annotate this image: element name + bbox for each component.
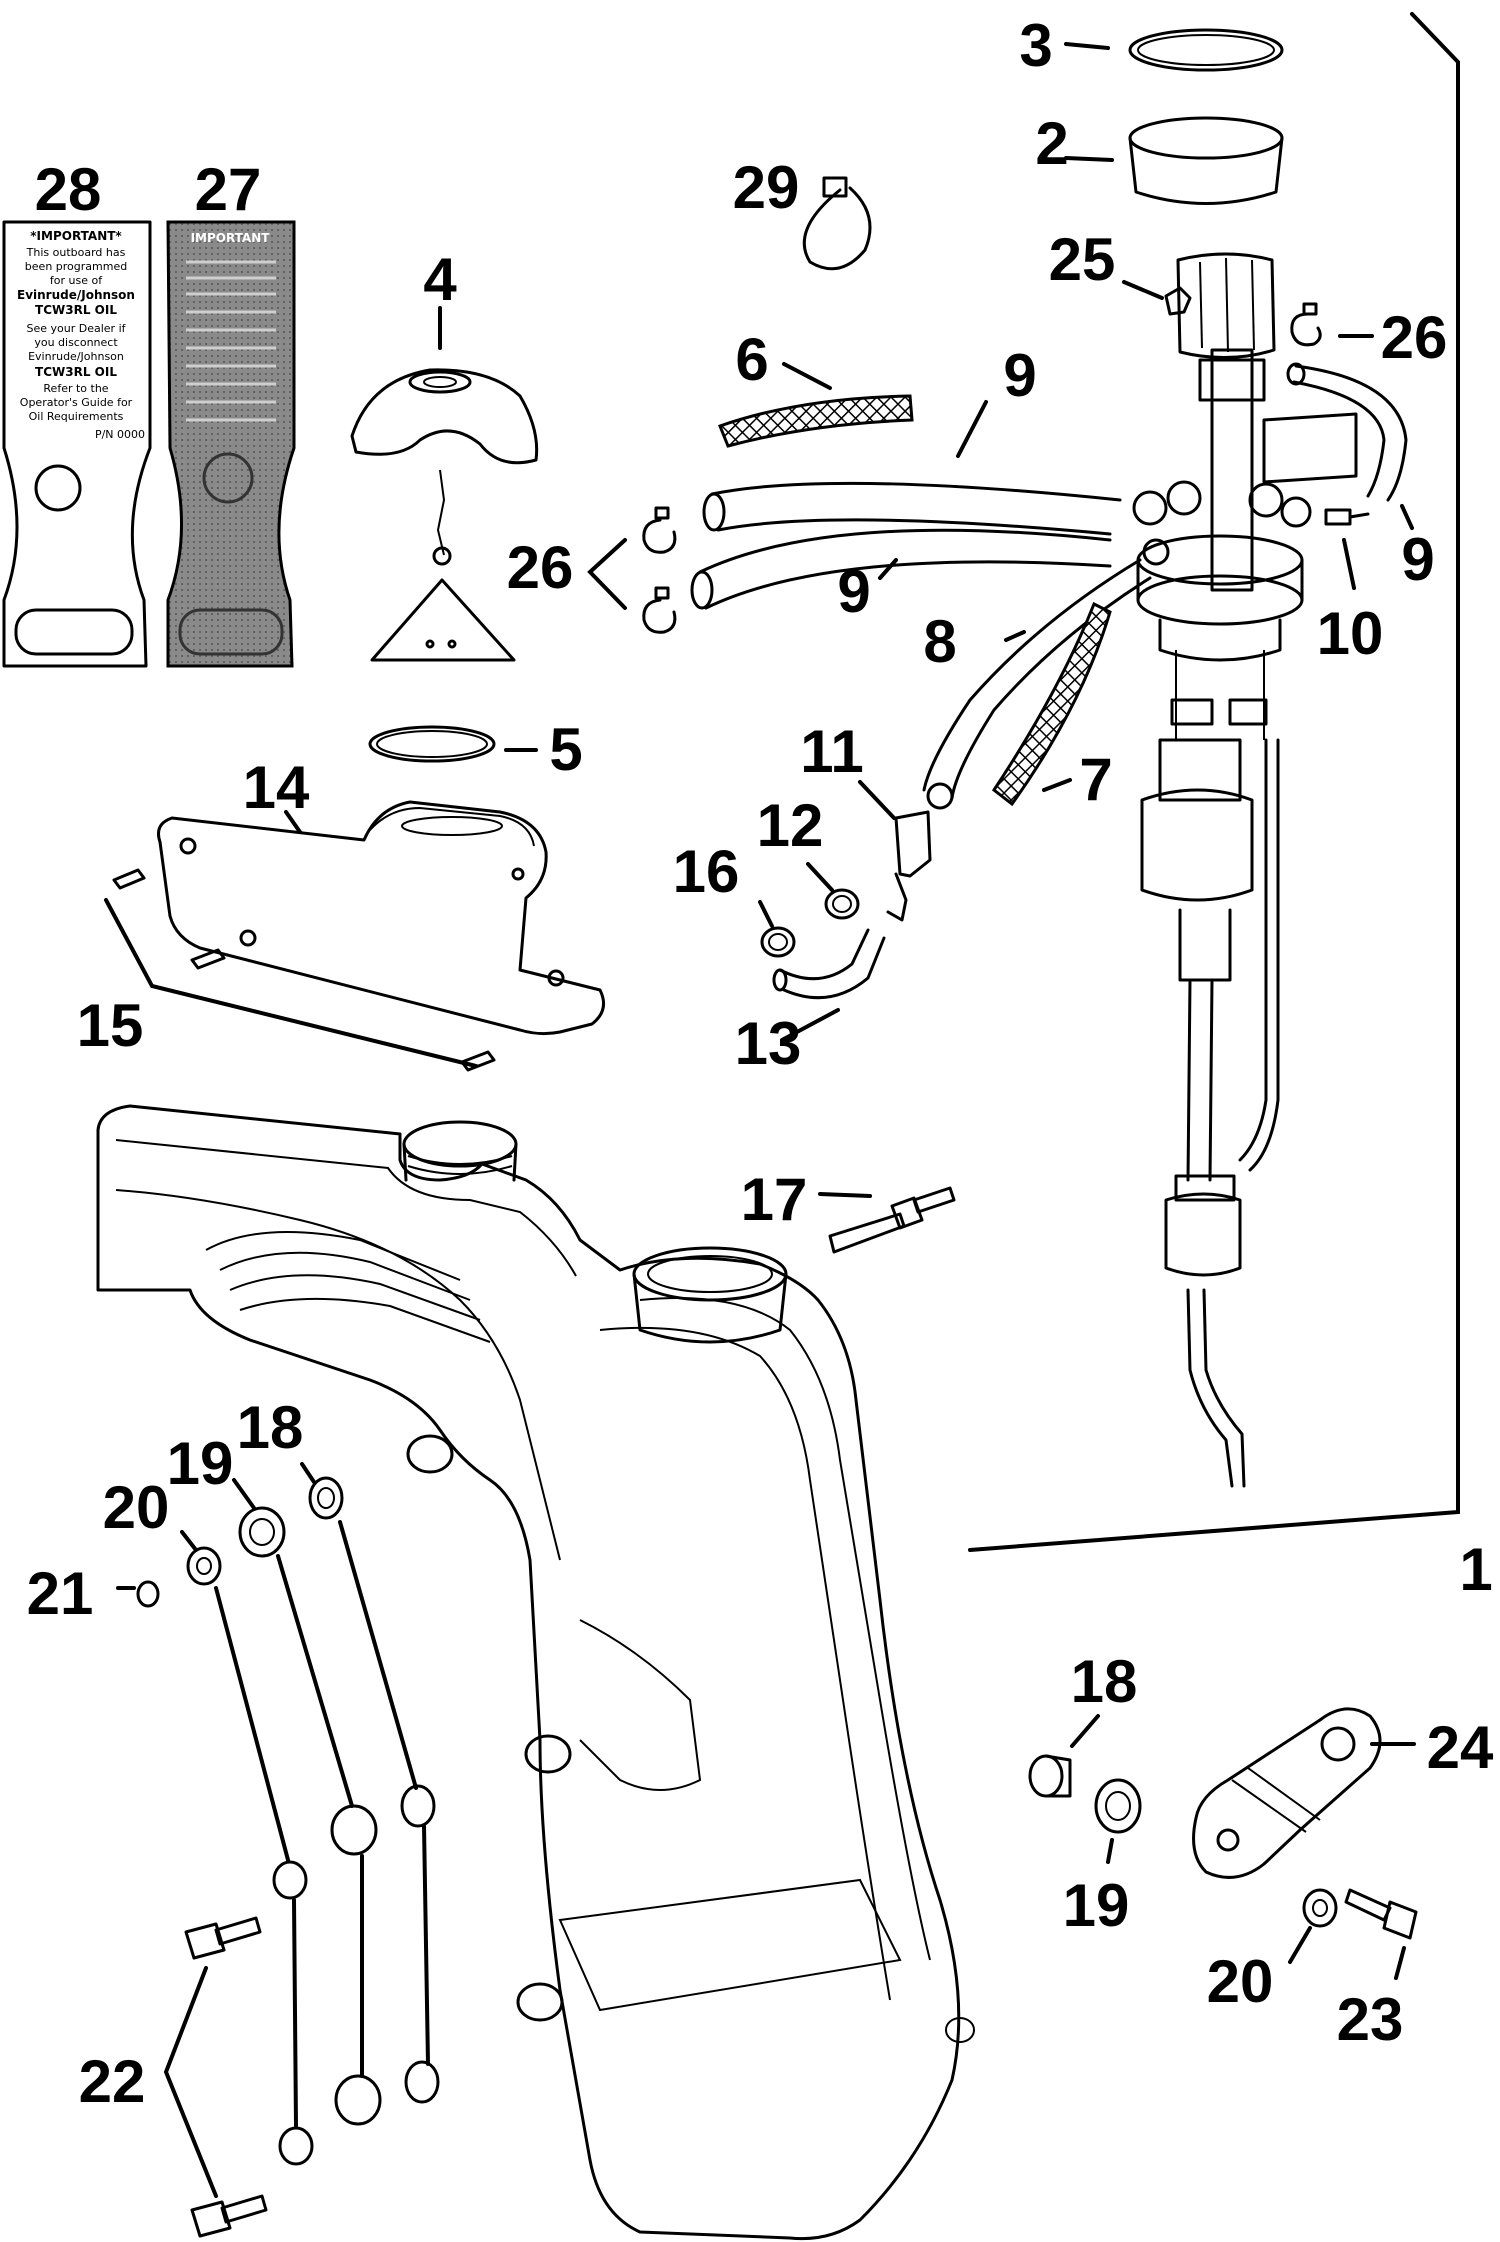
assembly-1-bracket [968,12,1460,1552]
part-13-elbow-hose [772,928,886,1042]
part-27-decal: IMPORTANT [166,220,296,668]
part-19-grommet-left [232,1478,382,2126]
callout-17: 17 [741,1166,808,1233]
part-23-bolt [1344,1888,1418,1980]
part-18-bushing-left [300,1462,440,2104]
callout-18-right: 18 [1071,1648,1138,1715]
part-22-bolts [163,1916,268,2238]
decal-28-line-1: *IMPORTANT* [30,229,122,243]
callout-19-left: 19 [167,1430,234,1497]
callout-25: 25 [1049,226,1116,293]
decal-28-line-2: This outboard has [26,246,126,259]
part-20-washer-right [1288,1888,1338,1964]
part-6-mesh-sleeve [718,362,914,448]
decal-28-line-5: Evinrude/Johnson [17,288,135,302]
part-17-stud [818,1186,956,1254]
part-8-hose [922,558,1152,810]
part-16-clamp [758,900,796,958]
callout-4: 4 [423,246,457,313]
part-9-hose-lower [690,528,1112,610]
decal-28-line-10: TCW3RL OIL [35,365,117,379]
callout-2: 2 [1035,110,1068,177]
decal-28-line-3: been programmed [25,260,127,273]
decal-28-line-13: Oil Requirements [29,410,124,423]
part-5-o-ring [368,725,526,763]
part-29-cable-tie [802,176,872,271]
callout-21: 21 [27,1560,94,1627]
callout-labels: 1 2 3 4 5 6 7 8 9 9 9 10 11 12 13 14 15 … [27,12,1494,2115]
callout-14: 14 [243,754,310,821]
part-15-screws [104,868,496,1072]
callout-18-left: 18 [237,1394,304,1461]
callout-9-upper: 9 [1003,342,1036,409]
part-14-cover-plate [157,800,606,1036]
part-26-clamps-left [587,506,677,634]
decal-27-line-1: IMPORTANT [191,231,271,245]
part-28-decal: *IMPORTANT* This outboard has been progr… [2,220,152,668]
decal-27-body-text [186,260,276,422]
part-9-hose-upper [702,400,1122,536]
callout-15: 15 [77,992,144,1059]
part-10-screw [1324,508,1370,590]
callout-8: 8 [923,608,956,675]
callout-1: 1 [1459,1536,1492,1603]
callout-9-lower: 9 [837,558,870,625]
callout-6: 6 [735,326,768,393]
callout-20-right: 20 [1207,1948,1274,2015]
callout-22: 22 [79,2048,146,2115]
callout-28: 28 [35,156,102,223]
part-26-clamp-upper [1290,302,1374,347]
decal-28-line-6: TCW3RL OIL [35,303,117,317]
decal-28-line-8: you disconnect [34,336,118,349]
callout-13: 13 [735,1010,802,1077]
decal-28-line-12: Operator's Guide for [20,396,133,409]
decal-28-line-11: Refer to the [43,382,108,395]
decal-28-line-14: P/N 0000 [95,428,145,441]
part-11-fitting [858,780,932,922]
callout-12: 12 [757,792,824,859]
oil-tank-body [96,1104,975,2241]
part-9-hose-right [1286,362,1414,530]
part-3-ring [1064,28,1284,72]
decal-28-line-9: Evinrude/Johnson [28,350,124,363]
callout-3: 3 [1019,12,1052,79]
callout-26-left: 26 [507,534,574,601]
decal-28-line-7: See your Dealer if [27,322,127,335]
callout-23: 23 [1337,1986,1404,2053]
callout-5: 5 [549,716,582,783]
callout-16: 16 [673,838,740,905]
callout-27: 27 [195,156,262,223]
part-20-washer-left [180,1530,314,2166]
callout-20-left: 20 [103,1474,170,1541]
part-12-clamp [806,862,860,920]
decal-28-line-4: for use of [50,274,103,287]
part-24-bracket [1192,1707,1416,1879]
part-2-cap [1064,116,1284,205]
oil-pump-pickup-unit [1132,252,1358,1488]
part-7-mesh-sleeve [991,601,1112,807]
callout-7: 7 [1079,746,1112,813]
part-21-nut [116,1580,160,1608]
callout-9-right: 9 [1401,526,1434,593]
callout-11: 11 [800,718,863,785]
callout-24: 24 [1427,1714,1494,1781]
callout-10: 10 [1317,600,1384,667]
part-18-bushing-right [1028,1714,1100,1798]
callout-26-upper: 26 [1381,304,1448,371]
callout-19-right: 19 [1063,1872,1130,1939]
callout-29: 29 [733,154,800,221]
part-19-grommet-right [1094,1778,1142,1864]
part-4-filler-cap [350,306,539,662]
